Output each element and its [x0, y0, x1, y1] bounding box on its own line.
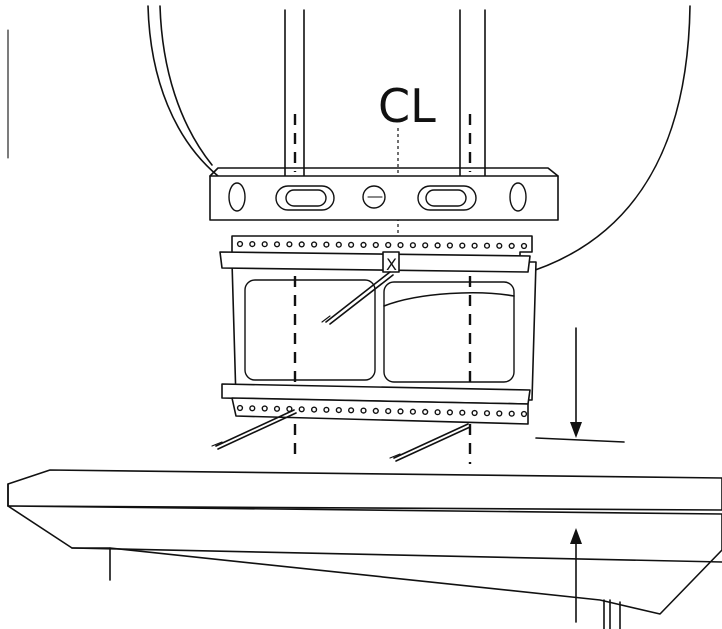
mounting-hole	[460, 243, 465, 248]
mounting-hole	[349, 408, 354, 413]
mounting-hole	[423, 243, 428, 248]
mounting-hole	[275, 242, 280, 247]
mantel-shelf	[8, 470, 722, 629]
mounting-hole	[472, 411, 477, 416]
mounting-hole	[398, 409, 403, 414]
mounting-hole	[324, 407, 329, 412]
mounting-hole	[250, 406, 255, 411]
measurement-arrow-down	[536, 328, 624, 442]
mounting-hole	[423, 410, 428, 415]
mounting-hole	[497, 411, 502, 416]
mounting-hole	[448, 243, 453, 248]
mounting-hole	[336, 408, 341, 413]
mounting-hole	[324, 242, 329, 247]
mounting-hole	[373, 409, 378, 414]
mounting-hole	[472, 243, 477, 248]
mounting-hole	[485, 411, 490, 416]
mounting-hole	[522, 244, 527, 249]
intersection-mark: X	[386, 255, 397, 274]
tv-outline	[8, 6, 690, 275]
mounting-hole	[262, 242, 267, 247]
mounting-hole	[509, 411, 514, 416]
mounting-hole	[411, 409, 416, 414]
mounting-hole	[386, 409, 391, 414]
mounting-hole	[435, 410, 440, 415]
mounting-hole	[262, 406, 267, 411]
mounting-hole	[250, 242, 255, 247]
mounting-hole	[460, 410, 465, 415]
mounting-hole	[336, 242, 341, 247]
mounting-hole	[312, 242, 317, 247]
mounting-hole	[361, 408, 366, 413]
mounting-hole	[312, 407, 317, 412]
mounting-hole	[448, 410, 453, 415]
mounting-hole	[497, 243, 502, 248]
mounting-hole	[299, 407, 304, 412]
mounting-hole	[411, 243, 416, 248]
centerline-label: CL	[378, 79, 436, 133]
lag-screw	[390, 424, 470, 461]
mounting-hole	[349, 242, 354, 247]
mounting-hole	[435, 243, 440, 248]
spirit-level	[210, 168, 558, 220]
mounting-hole	[485, 243, 490, 248]
wall-mount-plate: X	[220, 236, 536, 424]
mounting-hole	[361, 243, 366, 248]
mounting-hole	[522, 412, 527, 417]
mounting-hole	[398, 243, 403, 248]
mounting-hole	[275, 406, 280, 411]
mounting-hole	[238, 406, 243, 411]
mounting-hole	[287, 242, 292, 247]
mounting-hole	[299, 242, 304, 247]
mounting-hole	[238, 242, 243, 247]
mounting-hole	[386, 243, 391, 248]
mounting-hole	[373, 243, 378, 248]
mounting-hole	[509, 244, 514, 249]
